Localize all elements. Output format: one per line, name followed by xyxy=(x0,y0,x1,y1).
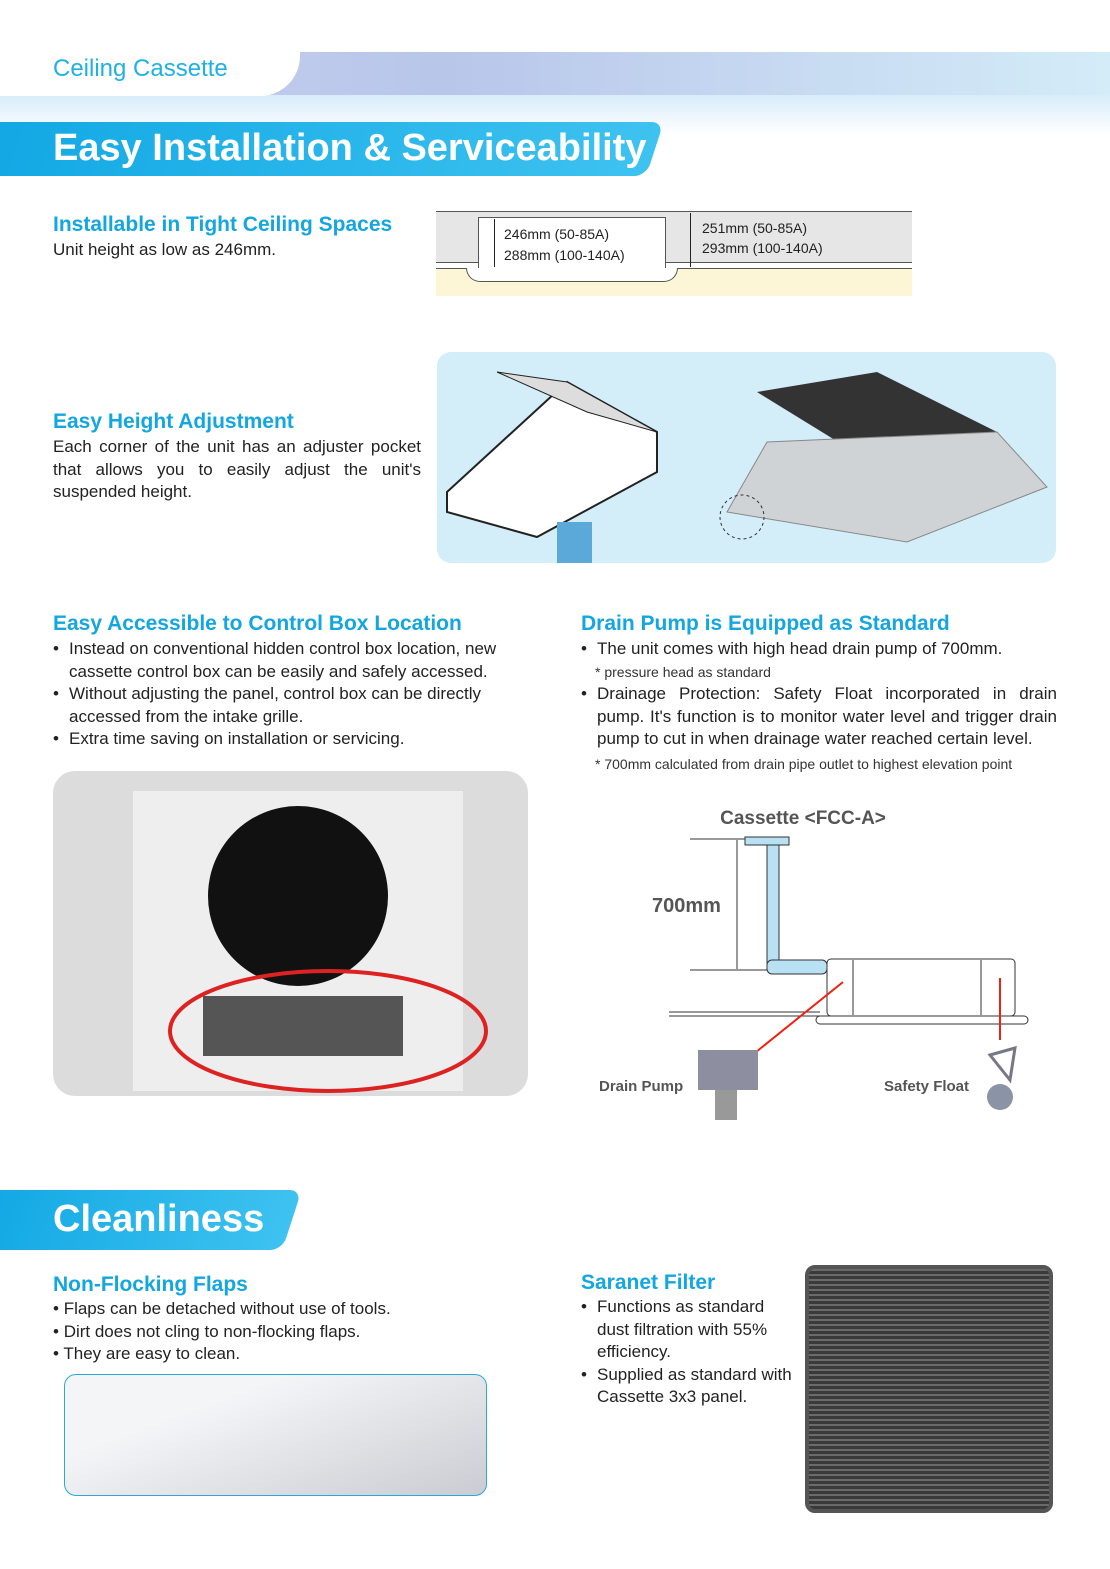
height-text: Each corner of the unit has an adjuster … xyxy=(53,437,421,501)
height-label: 700mm xyxy=(652,895,721,917)
flaps-photo xyxy=(64,1374,487,1496)
control-title: Easy Accessible to Control Box Location xyxy=(53,612,462,635)
dim-b2: 293mm (100-140A) xyxy=(702,240,823,256)
header-tab xyxy=(0,40,300,96)
dim-a1: 246mm (50-85A) xyxy=(504,226,610,242)
filter-bullet: Supplied as standard with Cassette 3x3 p… xyxy=(581,1364,796,1409)
drain-diagram: Cassette <FCC-A> 700mm Drain Pump Safety… xyxy=(580,800,1050,1130)
filter-title: Saranet Filter xyxy=(581,1271,716,1294)
drain-list: The unit comes with high head drain pump… xyxy=(581,638,1057,775)
filter-bullet: Functions as standard dust filtration wi… xyxy=(581,1296,796,1364)
control-list: Instead on conventional hidden control b… xyxy=(53,638,538,751)
flaps-bullet: • Dirt does not cling to non-flocking fl… xyxy=(53,1321,361,1341)
dim-b1: 251mm (50-85A) xyxy=(702,220,808,236)
drain-title: Drain Pump is Equipped as Standard xyxy=(581,612,950,635)
category-label: Ceiling Cassette xyxy=(53,55,228,82)
control-bullet: Without adjusting the panel, control box… xyxy=(53,683,538,728)
section-title: Cleanliness xyxy=(53,1198,265,1240)
flaps-title: Non-Flocking Flaps xyxy=(53,1273,248,1296)
drain-note: * 700mm calculated from drain pipe outle… xyxy=(595,755,1013,772)
flaps-list: • Flaps can be detached without use of t… xyxy=(53,1298,391,1366)
adjuster-illustration xyxy=(437,352,1056,563)
drain-pump-label: Drain Pump xyxy=(599,1078,683,1095)
dim-a2: 288mm (100-140A) xyxy=(504,247,625,263)
height-title: Easy Height Adjustment xyxy=(53,410,294,433)
drain-note: * pressure head as standard xyxy=(595,663,771,680)
control-bullet: Instead on conventional hidden control b… xyxy=(53,638,538,683)
saranet-filter-photo xyxy=(805,1265,1053,1513)
flaps-bullet: • They are easy to clean. xyxy=(53,1344,241,1363)
drain-bullet: Drainage Protection: Safety Float incorp… xyxy=(581,683,1057,751)
height-diagram: 246mm (50-85A) 288mm (100-140A) 251mm (5… xyxy=(436,211,912,296)
control-bullet: Extra time saving on installation or ser… xyxy=(53,728,538,751)
control-box-photo xyxy=(53,771,528,1096)
tight-title: Installable in Tight Ceiling Spaces xyxy=(53,213,393,236)
flaps-bullet: • Flaps can be detached without use of t… xyxy=(53,1299,391,1318)
section-title: Easy Installation & Serviceability xyxy=(53,127,647,169)
safety-float-label: Safety Float xyxy=(884,1078,969,1095)
diagram-title: Cassette <FCC-A> xyxy=(720,808,886,829)
filter-list: Functions as standard dust filtration wi… xyxy=(581,1296,796,1409)
tight-text: Unit height as low as 246mm. xyxy=(53,240,276,259)
drain-bullet: The unit comes with high head drain pump… xyxy=(581,638,1057,661)
